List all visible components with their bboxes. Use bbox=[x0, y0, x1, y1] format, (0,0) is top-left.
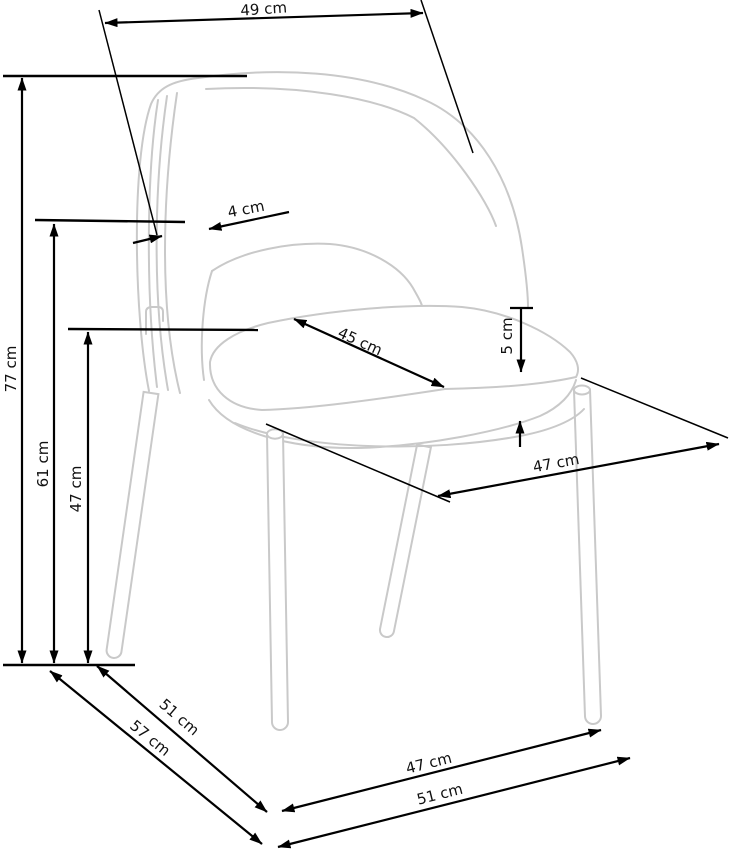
label-backrest-top-width: 49 cm bbox=[240, 0, 288, 20]
backrest-cutout-arc bbox=[211, 242, 424, 311]
label-front-width-total: 51 cm bbox=[415, 780, 465, 809]
backrest-left-contour-3 bbox=[164, 92, 181, 394]
seat-top-surface bbox=[208, 304, 579, 412]
backrest-outer-edge bbox=[135, 71, 529, 392]
rear-left-leg bbox=[378, 443, 433, 639]
rear-right-leg-top-cap bbox=[573, 384, 591, 396]
seat-under-rail bbox=[234, 408, 585, 448]
label-seat-cushion-thickness: 5 cm bbox=[498, 317, 516, 354]
dim-arrow-side-depth-total bbox=[49, 670, 263, 845]
backrest-cutout-left-edge bbox=[200, 270, 213, 381]
dimension-lines bbox=[17, 8, 720, 849]
front-right-leg-top-cap bbox=[266, 428, 284, 440]
backrest-inner-contour bbox=[205, 86, 497, 227]
rear-right-leg bbox=[572, 388, 603, 725]
backrest-left-contour-1 bbox=[147, 99, 159, 388]
ext-line-backrest-width-right bbox=[420, 0, 474, 154]
chair-drawing bbox=[105, 71, 603, 731]
ext-line-seat-width-left bbox=[265, 423, 451, 503]
backrest-frame-bracket bbox=[145, 306, 164, 335]
backrest-left-contour-2 bbox=[155, 95, 169, 391]
dim-arrow-seat-depth bbox=[293, 317, 445, 389]
ext-line-backrest-opening bbox=[34, 218, 186, 224]
dim-arrow-side-depth-inner bbox=[96, 665, 268, 813]
label-total-height: 77 cm bbox=[2, 346, 20, 393]
dim-arrow-back-thickness-right bbox=[208, 210, 290, 231]
label-side-depth-inner: 51 cm bbox=[156, 695, 203, 739]
dim-arrow-seat-width-diagonal bbox=[437, 441, 720, 499]
ext-line-seat-level bbox=[67, 327, 259, 332]
ext-line-seat-width-right bbox=[580, 377, 729, 439]
ext-line-backrest-width-left bbox=[98, 9, 158, 236]
extension-lines bbox=[3, 0, 729, 667]
seat-cushion-bottom-edge bbox=[208, 379, 577, 450]
front-left-leg bbox=[105, 390, 160, 659]
front-right-leg bbox=[265, 432, 290, 731]
dim-arrow-back-thickness-left bbox=[132, 234, 163, 245]
dim-arrow-backrest-top-width bbox=[104, 8, 424, 28]
label-seat-width-diagonal: 47 cm bbox=[531, 450, 580, 476]
dim-arrow-front-width-total bbox=[277, 756, 631, 849]
label-backrest-opening-height: 61 cm bbox=[34, 441, 52, 488]
label-seat-height: 47 cm bbox=[67, 466, 85, 513]
